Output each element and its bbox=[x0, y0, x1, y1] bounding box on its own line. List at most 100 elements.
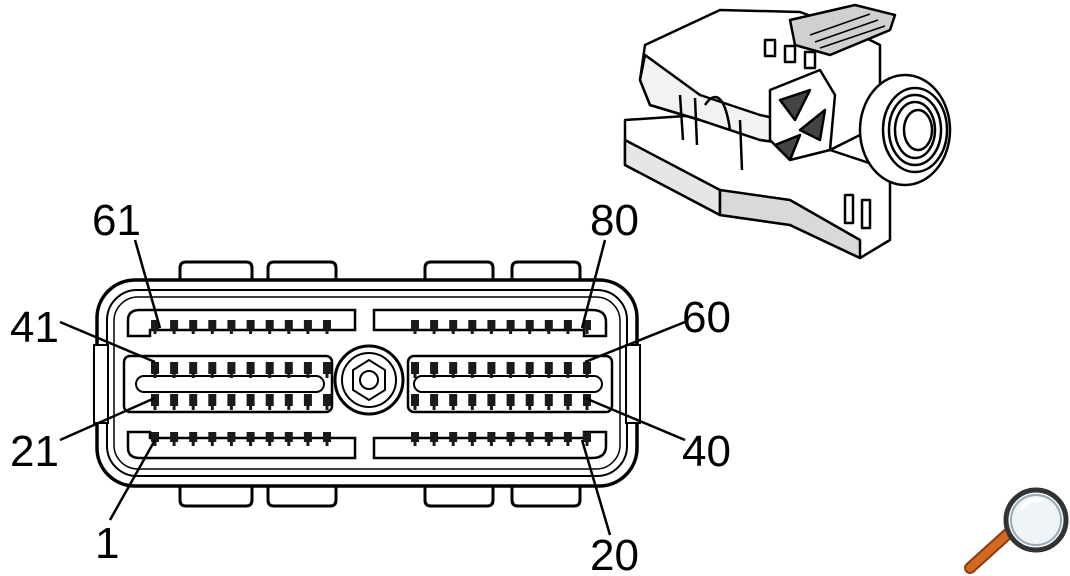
pin-stem bbox=[249, 374, 253, 378]
pin-terminal bbox=[563, 362, 572, 374]
pin-stem bbox=[528, 406, 532, 410]
pin-terminal bbox=[189, 320, 198, 330]
pin-stem bbox=[509, 374, 513, 378]
label-pin-40: 40 bbox=[682, 427, 731, 476]
pin-terminal bbox=[208, 432, 217, 442]
pin-stem bbox=[566, 442, 570, 446]
pin-terminal bbox=[506, 320, 515, 330]
pin-stem bbox=[432, 330, 436, 334]
pin-terminal bbox=[208, 362, 217, 374]
pin-stem bbox=[451, 442, 455, 446]
pin-stem bbox=[566, 330, 570, 334]
connector-3d-illustration bbox=[623, 3, 952, 260]
pin-terminal bbox=[583, 320, 591, 330]
pin-terminal bbox=[246, 394, 255, 406]
pin-terminal bbox=[189, 362, 198, 374]
pin-stem bbox=[585, 330, 589, 334]
pin-terminal bbox=[246, 320, 255, 330]
pin-terminal bbox=[411, 432, 419, 442]
pin-terminal bbox=[170, 432, 179, 442]
pin-stem bbox=[172, 406, 176, 410]
pin-stem bbox=[432, 406, 436, 410]
pin-terminal bbox=[525, 362, 534, 374]
pin-array bbox=[151, 320, 591, 446]
pin-stem bbox=[306, 330, 310, 334]
pin-terminal bbox=[246, 432, 255, 442]
pin-stem bbox=[509, 406, 513, 410]
pin-terminal bbox=[487, 362, 496, 374]
label-pin-21: 21 bbox=[10, 427, 59, 476]
pin-stem bbox=[325, 442, 329, 446]
pin-terminal bbox=[227, 320, 236, 330]
pin-stem bbox=[191, 442, 195, 446]
pin-stem bbox=[249, 406, 253, 410]
pin-stem bbox=[172, 374, 176, 378]
pin-terminal bbox=[468, 320, 477, 330]
pin-terminal bbox=[208, 394, 217, 406]
pin-terminal bbox=[189, 432, 198, 442]
pin-stem bbox=[268, 406, 272, 410]
pin-terminal bbox=[430, 432, 439, 442]
pin-terminal bbox=[583, 432, 591, 442]
label-pin-41: 41 bbox=[10, 303, 59, 352]
pin-stem bbox=[489, 442, 493, 446]
pin-terminal bbox=[583, 362, 591, 374]
pin-terminal bbox=[544, 320, 553, 330]
pin-terminal bbox=[189, 394, 198, 406]
pin-terminal bbox=[544, 432, 553, 442]
pin-terminal bbox=[430, 320, 439, 330]
pin-terminal bbox=[284, 320, 293, 330]
pin-terminal bbox=[170, 320, 179, 330]
pin-stem bbox=[470, 406, 474, 410]
pin-terminal bbox=[411, 320, 419, 330]
leader-lines bbox=[59, 239, 686, 536]
pin-stem bbox=[585, 406, 589, 410]
pin-stem bbox=[489, 374, 493, 378]
pin-stem bbox=[547, 374, 551, 378]
pin-stem bbox=[287, 406, 291, 410]
pin-terminal bbox=[284, 394, 293, 406]
pin-labels: 61 80 41 60 21 40 1 20 bbox=[10, 196, 731, 576]
pin-terminal bbox=[246, 362, 255, 374]
label-pin-61: 61 bbox=[92, 196, 141, 245]
pin-terminal bbox=[544, 394, 553, 406]
pin-terminal bbox=[284, 362, 293, 374]
pin-terminal bbox=[303, 394, 312, 406]
pin-stem bbox=[210, 330, 214, 334]
pin-stem bbox=[325, 406, 329, 410]
pin-terminal bbox=[563, 432, 572, 442]
pin-stem bbox=[153, 374, 157, 378]
pin-stem bbox=[229, 442, 233, 446]
pin-stem bbox=[249, 442, 253, 446]
pin-terminal bbox=[506, 394, 515, 406]
pin-stem bbox=[547, 330, 551, 334]
pin-terminal bbox=[506, 432, 515, 442]
pin-stem bbox=[451, 374, 455, 378]
pin-terminal bbox=[323, 320, 331, 330]
label-pin-20: 20 bbox=[590, 531, 639, 576]
pin-terminal bbox=[563, 394, 572, 406]
pin-stem bbox=[287, 442, 291, 446]
pin-stem bbox=[191, 406, 195, 410]
pin-stem bbox=[229, 330, 233, 334]
pin-terminal bbox=[151, 432, 159, 442]
pin-stem bbox=[210, 406, 214, 410]
pin-stem bbox=[306, 442, 310, 446]
pin-stem bbox=[191, 374, 195, 378]
pin-terminal bbox=[525, 394, 534, 406]
pin-stem bbox=[451, 406, 455, 410]
pin-terminal bbox=[208, 320, 217, 330]
pin-stem bbox=[528, 330, 532, 334]
pin-stem bbox=[470, 442, 474, 446]
pin-stem bbox=[325, 330, 329, 334]
pin-stem bbox=[413, 406, 417, 410]
pin-terminal bbox=[487, 432, 496, 442]
pin-stem bbox=[229, 406, 233, 410]
pin-stem bbox=[470, 374, 474, 378]
pin-terminal bbox=[303, 432, 312, 442]
magnifier-icon[interactable] bbox=[964, 487, 1069, 574]
label-pin-1: 1 bbox=[95, 519, 119, 568]
pin-stem bbox=[528, 374, 532, 378]
pin-stem bbox=[268, 442, 272, 446]
pin-terminal bbox=[265, 362, 274, 374]
